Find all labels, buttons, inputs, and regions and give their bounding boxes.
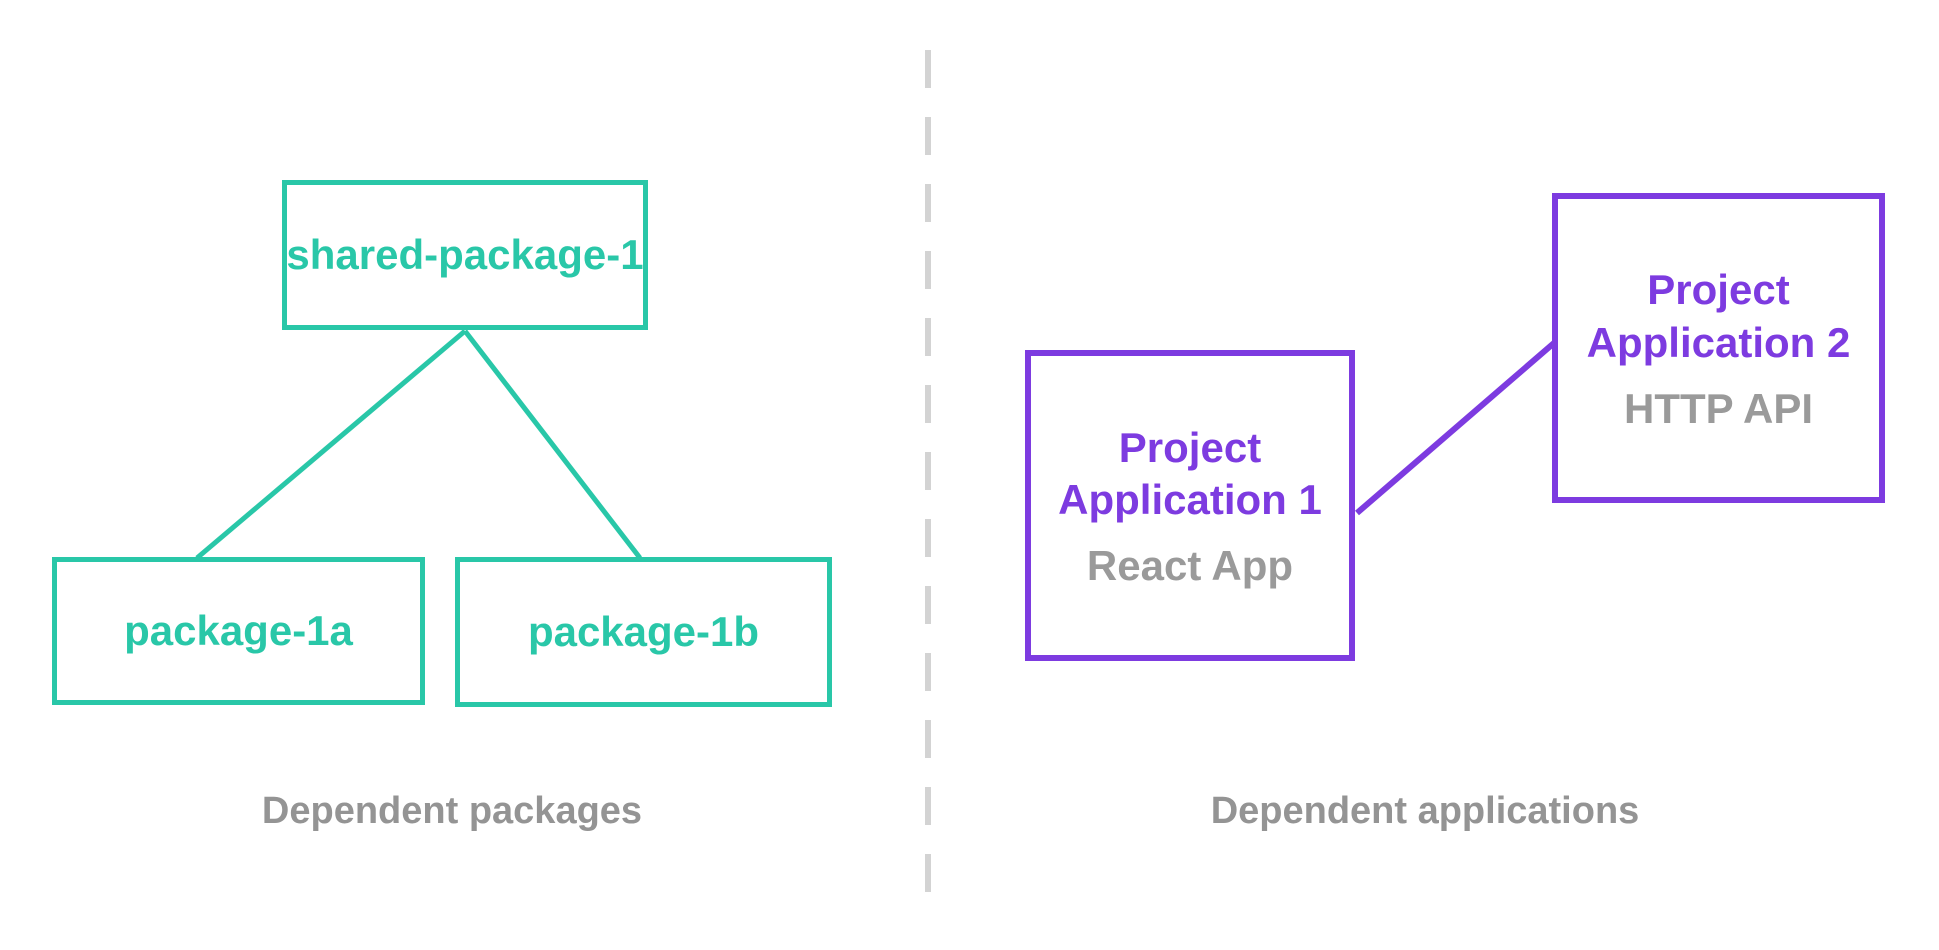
node-package-1b-label: package-1b (527, 608, 760, 655)
node-project-application-2-title: Project Application 2 (1586, 266, 1851, 366)
node-project-application-1-title: Project Application 1 (1058, 423, 1322, 524)
node-package-1b: package-1b (455, 557, 832, 707)
node-shared-package-1: shared-package-1 (282, 180, 648, 330)
packages-panel-caption: Dependent packages (261, 790, 643, 832)
node-package-1a: package-1a (52, 557, 425, 705)
node-project-application-1: Project Application 1 React App (1025, 350, 1355, 661)
edge-shared-to-package-1a (195, 329, 467, 560)
node-shared-package-1-label: shared-package-1 (286, 231, 644, 278)
edge-app1-to-app2 (1355, 340, 1556, 516)
node-package-1a-label: package-1a (124, 607, 353, 654)
node-project-application-1-subtitle: React App (1086, 542, 1294, 590)
applications-panel-caption: Dependent applications (1210, 790, 1640, 832)
node-project-application-2: Project Application 2 HTTP API (1552, 193, 1885, 503)
edge-shared-to-package-1b (463, 329, 642, 560)
node-project-application-2-subtitle: HTTP API (1623, 384, 1814, 432)
